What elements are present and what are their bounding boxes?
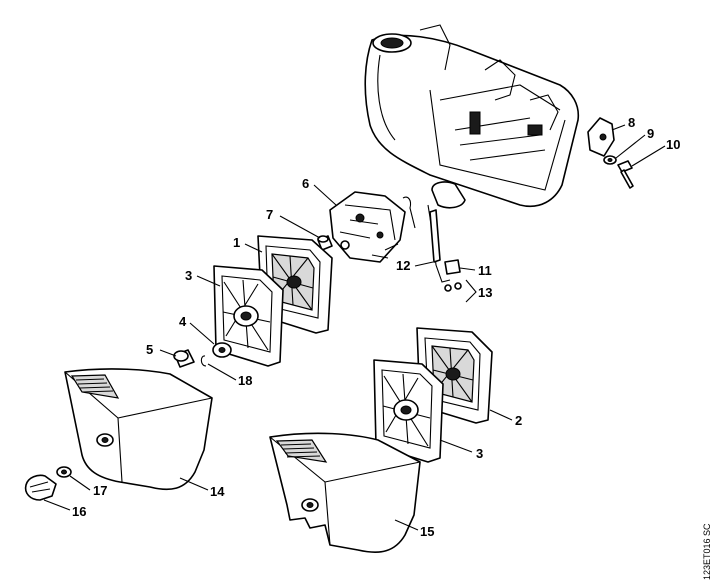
tank-housing — [364, 24, 580, 209]
callout-11: 11 — [478, 263, 492, 278]
callout-5: 5 — [146, 342, 153, 357]
callout-16: 16 — [72, 504, 86, 519]
callout-6: 6 — [302, 176, 309, 191]
fitting-part-7 — [317, 235, 333, 251]
sleeve-part-5 — [173, 349, 195, 368]
carburetor-part-6 — [329, 191, 406, 263]
knob-part-16 — [24, 474, 57, 501]
throttle-rod-part-12 — [402, 196, 451, 283]
callout-10: 10 — [666, 137, 680, 152]
ring-part-18 — [200, 355, 207, 367]
callout-12: 12 — [396, 258, 410, 273]
drawing-code: 123ET016 SC — [702, 523, 712, 580]
callout-7: 7 — [266, 207, 273, 222]
filter-cover-part-14 — [64, 368, 213, 491]
callout-9: 9 — [647, 126, 654, 141]
clip-part-11 — [444, 259, 461, 275]
filter-cover-part-15 — [269, 432, 421, 553]
callout-18: 18 — [238, 373, 252, 388]
callout-labels: 1 2 3 3 4 5 6 7 8 9 10 11 12 13 14 15 16… — [72, 115, 680, 539]
callout-17: 17 — [93, 483, 107, 498]
callout-4: 4 — [179, 314, 187, 329]
washer-part-9 — [603, 155, 617, 165]
callout-14: 14 — [210, 484, 225, 499]
callout-8: 8 — [628, 115, 635, 130]
callout-13: 13 — [478, 285, 492, 300]
leader-lines — [43, 124, 666, 531]
clips-part-13 — [444, 282, 462, 292]
washer-part-17 — [56, 466, 72, 478]
nut-part-4 — [212, 342, 232, 358]
screw-part-10 — [617, 160, 634, 189]
callout-2: 2 — [515, 413, 522, 428]
callout-3-left: 3 — [185, 268, 192, 283]
callout-1: 1 — [233, 235, 240, 250]
bracket-part-8 — [587, 117, 615, 157]
callout-3-right: 3 — [476, 446, 483, 461]
callout-15: 15 — [420, 524, 434, 539]
